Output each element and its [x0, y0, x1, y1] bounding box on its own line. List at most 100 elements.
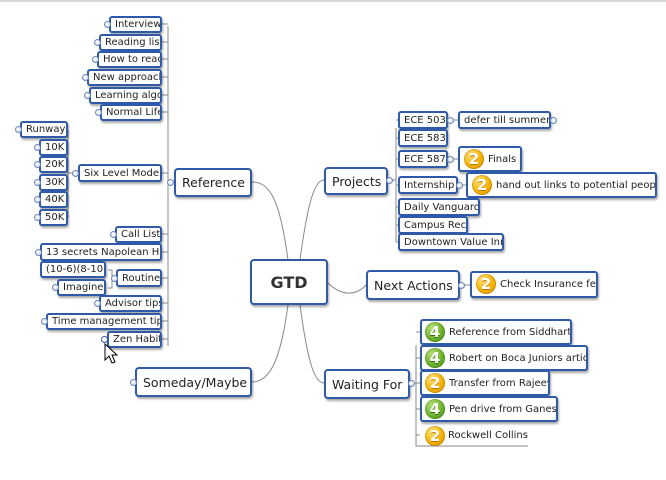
topic-campus-rec[interactable]: Campus Rec: [398, 216, 468, 234]
collapse-toggle-next-actions[interactable]: [458, 282, 465, 289]
collapse-toggle-reference[interactable]: [167, 179, 174, 186]
branch-next-actions-label: Next Actions: [374, 277, 453, 293]
topic-zen-habit-label: Zen Habit: [113, 334, 162, 345]
collapse-toggle-ece-503[interactable]: [447, 117, 454, 124]
topic-new-approach[interactable]: New approach: [87, 69, 162, 86]
topic-time-management[interactable]: Time management tips: [46, 313, 162, 330]
collapse-toggle-internship[interactable]: [456, 182, 463, 189]
priority-4-icon: 4: [425, 348, 445, 368]
collapse-toggle-new-approach[interactable]: [82, 74, 89, 81]
collapse-toggle-advisor-tips[interactable]: [94, 300, 101, 307]
topic-learning-algo-label: Learning algo: [95, 90, 162, 101]
topic-ece-583[interactable]: ECE 583: [398, 129, 448, 147]
topic-interview[interactable]: Interview: [109, 16, 162, 33]
topic-call-list-label: Call List: [121, 229, 161, 240]
collapse-toggle-30k[interactable]: [34, 179, 41, 186]
collapse-toggle-defer-till-summer[interactable]: [550, 117, 557, 124]
collapse-toggle-13-secrets[interactable]: [35, 249, 42, 256]
topic-interview-label: Interview: [115, 19, 162, 30]
topic-40k-label: 40K: [45, 194, 65, 205]
topic-routine-hours[interactable]: (10-6)(8-10): [40, 261, 106, 278]
collapse-toggle-how-to-reach[interactable]: [92, 56, 99, 63]
collapse-toggle-waiting-for[interactable]: [408, 380, 415, 387]
topic-downtown-value[interactable]: Downtown Value Inr: [398, 233, 504, 251]
topic-learning-algo[interactable]: Learning algo: [89, 87, 162, 104]
collapse-toggle-runway[interactable]: [15, 126, 22, 133]
topic-time-management-label: Time management tips: [52, 316, 162, 327]
collapse-toggle-time-management[interactable]: [41, 318, 48, 325]
topic-pen-drive-from-ganesh[interactable]: Pen drive from Ganesh: [420, 396, 558, 422]
collapse-toggle-call-list[interactable]: [110, 231, 117, 238]
topic-hand-out-links[interactable]: hand out links to potential peopl: [466, 172, 657, 198]
topic-ece-503[interactable]: ECE 503: [398, 111, 448, 129]
topic-13-secrets[interactable]: 13 secrets Napolean Hi: [40, 243, 162, 261]
topic-robert-boca-juniors[interactable]: Robert on Boca Juniors article: [420, 345, 588, 371]
topic-10k-label: 10K: [45, 142, 65, 153]
branch-someday-maybe[interactable]: Someday/Maybe: [135, 367, 252, 397]
branch-projects[interactable]: Projects: [324, 167, 388, 195]
branch-next-actions[interactable]: Next Actions: [366, 270, 460, 300]
branch-reference[interactable]: Reference: [174, 168, 252, 197]
topic-rockwell-collins[interactable]: Rockwell Collins: [448, 429, 528, 442]
collapse-toggle-reading-list[interactable]: [94, 39, 101, 46]
collapse-toggle-routine[interactable]: [111, 275, 118, 282]
collapse-toggle-zen-habit[interactable]: [101, 336, 108, 343]
topic-imagine-label: Imagine: [63, 282, 104, 293]
topic-daily-vanguard-label: Daily Vanguard: [404, 201, 480, 213]
topic-zen-habit[interactable]: Zen Habit: [107, 331, 162, 348]
topic-new-approach-label: New approach: [93, 72, 162, 83]
topic-routine-hours-label: (10-6)(8-10): [46, 264, 106, 275]
topic-how-to-reach-label: How to reac: [103, 54, 162, 65]
topic-daily-vanguard[interactable]: Daily Vanguard: [398, 198, 480, 216]
collapse-toggle-normal-life[interactable]: [95, 109, 102, 116]
topic-ece-587[interactable]: ECE 587: [398, 150, 448, 168]
topic-six-level-model-label: Six Level Mode: [84, 167, 160, 179]
collapse-toggle-projects[interactable]: [386, 177, 393, 184]
topic-reference-from-siddharth-label: Reference from Siddharth: [449, 326, 572, 338]
topic-how-to-reach[interactable]: How to reac: [97, 51, 162, 68]
topic-10k[interactable]: 10K: [39, 139, 68, 156]
branch-someday-maybe-label: Someday/Maybe: [143, 374, 248, 390]
branch-projects-label: Projects: [332, 173, 382, 189]
collapse-toggle-40k[interactable]: [34, 196, 41, 203]
collapse-toggle-someday-maybe[interactable]: [130, 379, 137, 386]
topic-normal-life[interactable]: Normal Life: [100, 104, 162, 121]
central-topic[interactable]: GTD: [250, 259, 328, 305]
topic-call-list[interactable]: Call List: [115, 226, 162, 243]
topic-internship[interactable]: Internship: [398, 176, 458, 194]
collapse-toggle-six-level-model[interactable]: [72, 170, 79, 177]
topic-reading-list[interactable]: Reading list: [99, 34, 162, 51]
topic-30k[interactable]: 30K: [39, 174, 68, 191]
topic-reference-from-siddharth[interactable]: Reference from Siddharth: [420, 319, 572, 345]
topic-50k[interactable]: 50K: [39, 209, 68, 226]
topic-20k-label: 20K: [45, 159, 65, 170]
priority-4-icon: 4: [425, 399, 445, 419]
collapse-toggle-20k[interactable]: [34, 161, 41, 168]
branch-reference-label: Reference: [182, 175, 245, 190]
branch-waiting-for[interactable]: Waiting For: [324, 369, 410, 399]
topic-runway[interactable]: Runway: [20, 121, 68, 138]
collapse-toggle-50k[interactable]: [34, 214, 41, 221]
collapse-toggle-learning-algo[interactable]: [84, 92, 91, 99]
collapse-toggle-imagine[interactable]: [52, 284, 59, 291]
topic-pen-drive-from-ganesh-label: Pen drive from Ganesh: [449, 403, 558, 415]
topic-defer-till-summer[interactable]: defer till summer: [458, 111, 551, 129]
central-topic-label: GTD: [270, 272, 308, 292]
collapse-toggle-interview[interactable]: [104, 21, 111, 28]
collapse-toggle-10k[interactable]: [34, 144, 41, 151]
topic-reading-list-label: Reading list: [105, 37, 162, 48]
topic-20k[interactable]: 20K: [39, 156, 68, 173]
topic-check-insurance-fee[interactable]: Check Insurance fee: [470, 271, 598, 298]
branch-waiting-for-label: Waiting For: [332, 376, 403, 392]
collapse-toggle-ece-587[interactable]: [447, 156, 454, 163]
topic-40k[interactable]: 40K: [39, 191, 68, 208]
topic-normal-life-label: Normal Life: [106, 107, 162, 118]
topic-advisor-tips[interactable]: Advisor tips: [99, 295, 162, 312]
priority-2-icon: 2: [476, 274, 496, 294]
topic-routine-label: Routine: [122, 272, 161, 284]
topic-imagine[interactable]: Imagine: [57, 279, 106, 296]
topic-13-secrets-label: 13 secrets Napolean Hi: [46, 246, 162, 258]
topic-advisor-tips-label: Advisor tips: [105, 298, 162, 309]
topic-routine[interactable]: Routine: [116, 269, 162, 287]
topic-six-level-model[interactable]: Six Level Mode: [78, 164, 162, 182]
